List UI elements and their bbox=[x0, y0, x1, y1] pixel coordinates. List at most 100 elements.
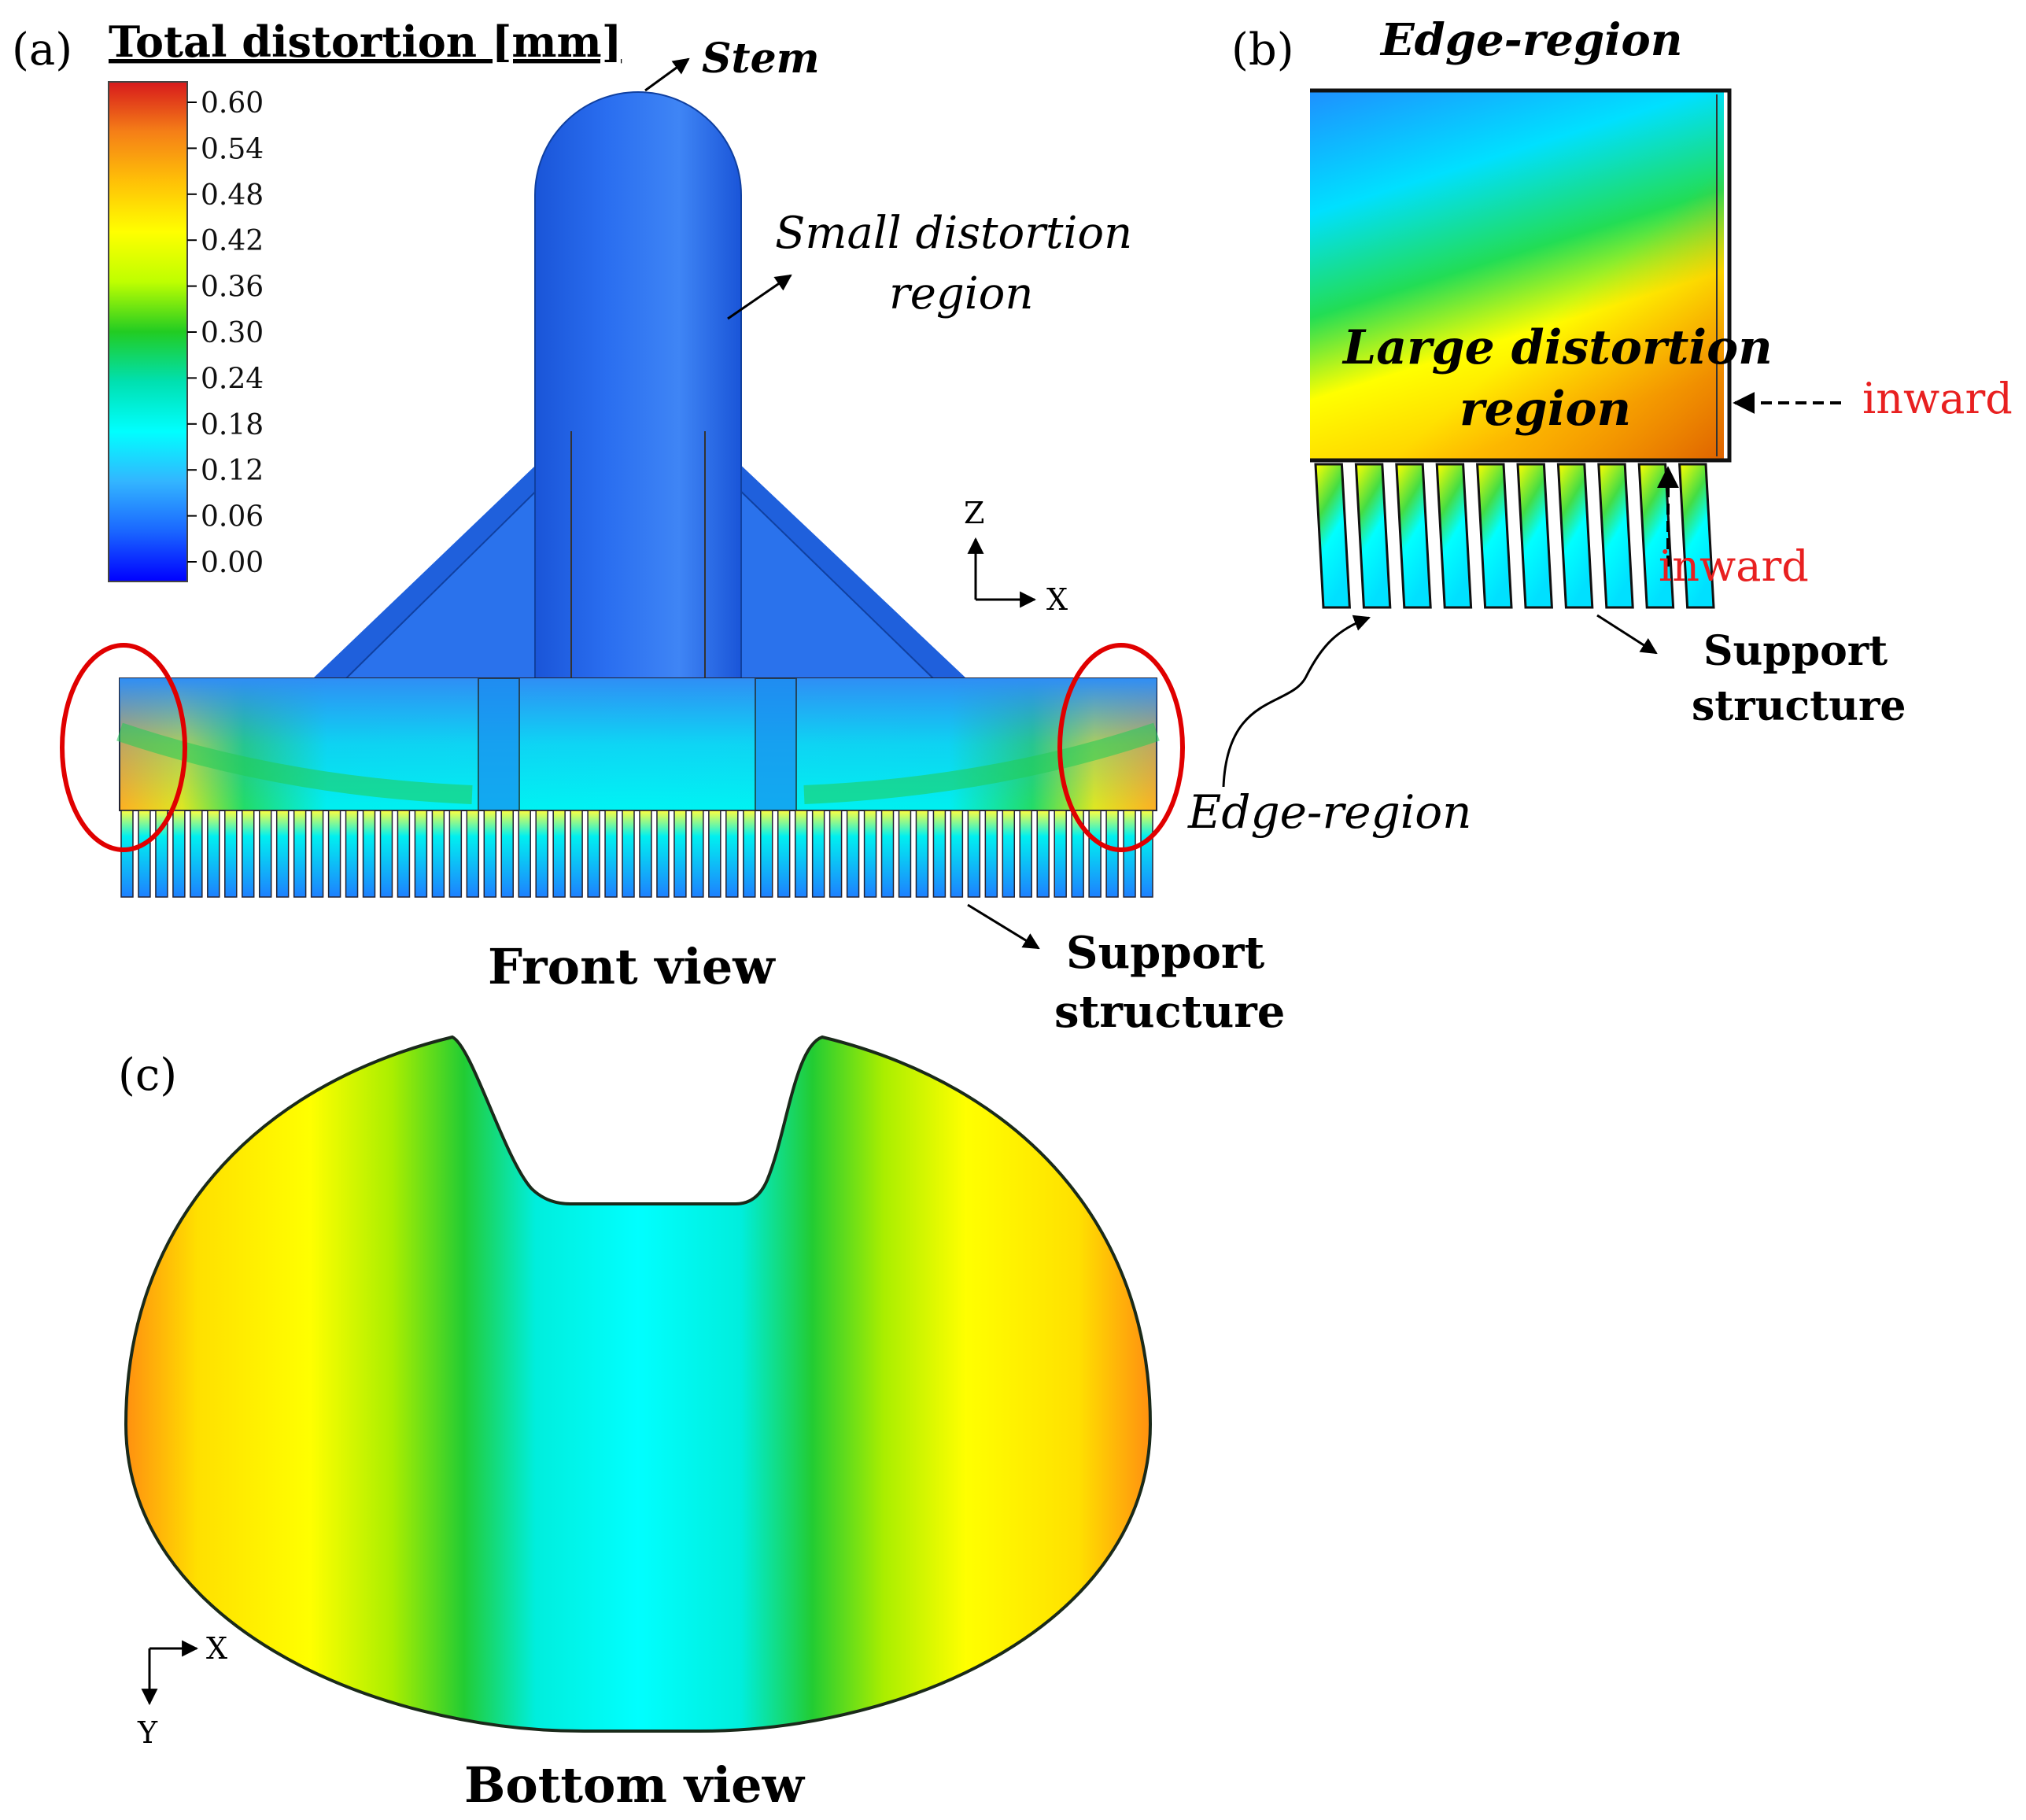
support-structure-front bbox=[120, 810, 1153, 898]
support-pillar bbox=[500, 810, 514, 898]
axis-z-label: Z bbox=[964, 496, 984, 530]
support-pillar bbox=[708, 810, 721, 898]
support-pillar bbox=[535, 810, 548, 898]
support-pillar bbox=[1105, 810, 1119, 898]
large-distortion-label-2: region bbox=[1460, 382, 1631, 437]
support-pillar bbox=[448, 810, 463, 898]
support-pillar bbox=[725, 810, 739, 898]
support-pillar bbox=[345, 810, 359, 898]
panel-b-label: (b) bbox=[1231, 24, 1294, 76]
support-pillar bbox=[760, 810, 773, 898]
support-pillar bbox=[1036, 810, 1050, 898]
panel-a-label: (a) bbox=[12, 24, 72, 76]
support-pillar-zoom bbox=[1637, 463, 1675, 609]
support-pillar bbox=[967, 810, 981, 898]
support-pillar bbox=[414, 810, 428, 898]
legend-tick-label: 0.24 bbox=[201, 363, 264, 395]
edge-region-connector bbox=[1222, 615, 1371, 788]
support-label-a-2: structure bbox=[1054, 986, 1285, 1038]
support-pillar bbox=[518, 810, 531, 898]
front-view-caption: Front view bbox=[488, 938, 776, 995]
legend-tick-label: 0.54 bbox=[201, 133, 264, 165]
edge-region-label-a: Edge-region bbox=[1187, 785, 1472, 839]
axis-x-label: X bbox=[1046, 582, 1068, 617]
small-distortion-label-1: Small distortion bbox=[775, 208, 1132, 259]
legend-color-bar bbox=[108, 81, 188, 582]
support-pillar bbox=[570, 810, 583, 898]
support-pillar bbox=[587, 810, 600, 898]
inward-label-bottom: inward bbox=[1659, 541, 1809, 591]
support-pillar bbox=[242, 810, 255, 898]
support-pillar bbox=[1088, 810, 1102, 898]
support-pillar bbox=[828, 810, 843, 898]
support-pillar bbox=[691, 810, 704, 898]
support-pillar bbox=[172, 810, 186, 898]
legend-ticks: 0.600.540.480.420.360.300.240.180.120.06… bbox=[187, 87, 264, 579]
support-pillar-zoom bbox=[1516, 463, 1553, 609]
support-pillar-zoom bbox=[1314, 463, 1351, 609]
support-pillar bbox=[258, 810, 272, 898]
stem-label: Stem bbox=[702, 35, 820, 83]
support-pillar bbox=[915, 810, 929, 898]
support-pillar-zoom bbox=[1395, 463, 1432, 609]
support-pillar bbox=[777, 810, 791, 898]
support-pillar bbox=[397, 810, 411, 898]
inward-label-right: inward bbox=[1862, 374, 2013, 423]
support-pillar bbox=[224, 810, 238, 898]
support-pillar bbox=[950, 810, 964, 898]
support-arrow-a bbox=[967, 903, 1040, 950]
support-pillar bbox=[310, 810, 324, 898]
support-pillar-zoom bbox=[1678, 463, 1715, 609]
support-pillar bbox=[431, 810, 445, 898]
support-pillar-zoom bbox=[1354, 463, 1392, 609]
legend-tick-label: 0.18 bbox=[201, 409, 264, 441]
support-pillar bbox=[379, 810, 393, 898]
support-pillar bbox=[880, 810, 895, 898]
legend-tick-label: 0.36 bbox=[201, 271, 264, 304]
support-pillar bbox=[207, 810, 220, 898]
support-structure-zoom bbox=[1314, 463, 1715, 609]
support-pillar bbox=[552, 810, 566, 898]
legend-tick-label: 0.30 bbox=[201, 317, 264, 349]
bottom-view-caption: Bottom view bbox=[464, 1756, 806, 1814]
support-pillar bbox=[846, 810, 860, 898]
color-legend: Total distortion [mm] 0.600.540.480.420.… bbox=[108, 17, 622, 582]
support-pillar bbox=[190, 810, 203, 898]
legend-tick-label: 0.48 bbox=[201, 179, 264, 212]
axis-y-label-bottom: Y bbox=[137, 1715, 158, 1750]
support-pillar bbox=[466, 810, 480, 898]
support-pillar bbox=[743, 810, 756, 898]
support-pillar bbox=[898, 810, 912, 898]
bottom-view-part bbox=[124, 1035, 1153, 1733]
support-pillar bbox=[673, 810, 687, 898]
legend-tick-label: 0.00 bbox=[201, 547, 264, 579]
support-pillar bbox=[656, 810, 670, 898]
small-distortion-label-2: region bbox=[889, 268, 1033, 319]
support-pillar bbox=[622, 810, 635, 898]
support-pillar bbox=[1123, 810, 1136, 898]
edge-highlight-left bbox=[60, 643, 187, 852]
support-label-b-1: Support bbox=[1703, 627, 1888, 675]
support-pillar-zoom bbox=[1556, 463, 1594, 609]
small-distortion-arrow bbox=[727, 274, 792, 320]
support-arrow-b bbox=[1596, 614, 1658, 655]
large-distortion-label-1: Large distortion bbox=[1341, 320, 1773, 375]
front-view-part bbox=[60, 91, 1185, 898]
support-pillar bbox=[1054, 810, 1067, 898]
support-pillar bbox=[863, 810, 877, 898]
support-label-a-1: Support bbox=[1066, 927, 1264, 979]
edge-highlight-right bbox=[1057, 643, 1185, 852]
support-pillar bbox=[293, 810, 307, 898]
support-pillar bbox=[1019, 810, 1032, 898]
support-pillar bbox=[1071, 810, 1084, 898]
axis-x-label-bottom: X bbox=[206, 1631, 227, 1666]
axis-indicator-bottom: X Y bbox=[137, 1631, 227, 1750]
legend-tick-label: 0.60 bbox=[201, 87, 264, 120]
support-pillar bbox=[984, 810, 998, 898]
support-pillar bbox=[1002, 810, 1016, 898]
support-pillar-zoom bbox=[1476, 463, 1513, 609]
support-pillar bbox=[138, 810, 151, 898]
support-pillar bbox=[639, 810, 652, 898]
support-pillar bbox=[327, 810, 341, 898]
support-pillar bbox=[1140, 810, 1153, 898]
